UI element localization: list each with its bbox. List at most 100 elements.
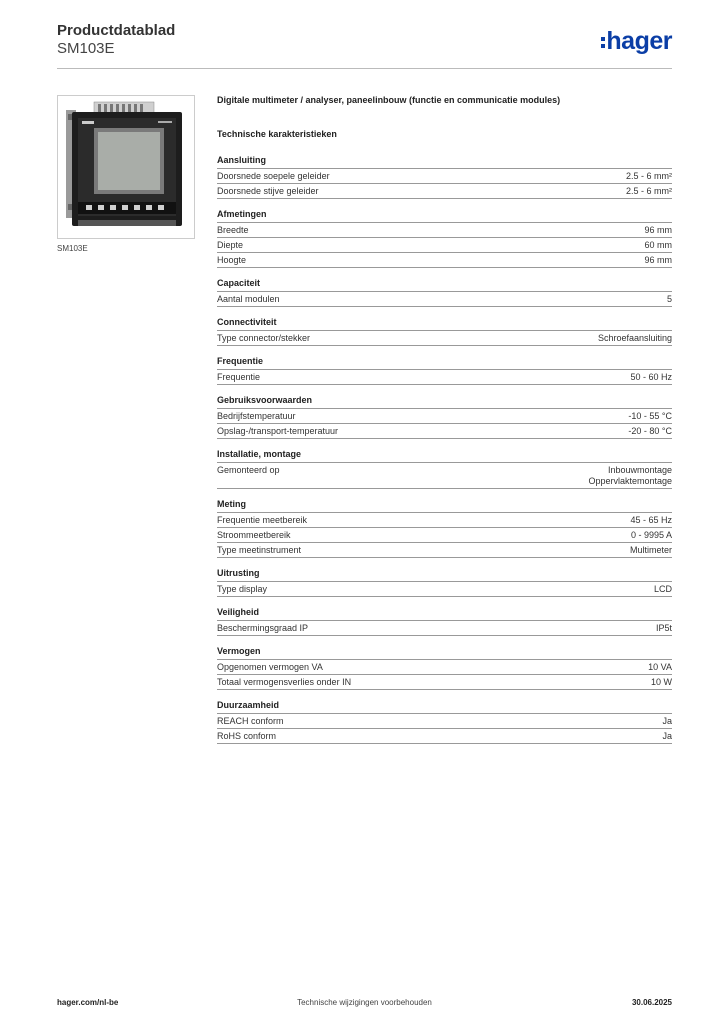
section-title: Duurzaamheid bbox=[217, 700, 672, 714]
section-title: Veiligheid bbox=[217, 607, 672, 621]
spec-value: Multimeter bbox=[630, 545, 672, 556]
spec-label: Totaal vermogensverlies onder IN bbox=[217, 677, 352, 687]
section-title: Aansluiting bbox=[217, 155, 672, 169]
multimeter-device-icon bbox=[66, 101, 182, 226]
spec-label: Frequentie bbox=[217, 372, 261, 382]
spec-label: Stroommeetbereik bbox=[217, 530, 291, 540]
section-title: Afmetingen bbox=[217, 209, 672, 223]
document-subtitle: SM103E bbox=[57, 40, 115, 57]
spec-row: Diepte 60 mm bbox=[217, 238, 672, 253]
section-title: Gebruiksvoorwaarden bbox=[217, 395, 672, 409]
spec-value-line: Ja bbox=[662, 716, 672, 726]
spec-value: 2.5 - 6 mm² bbox=[626, 186, 672, 197]
spec-label: Hoogte bbox=[217, 255, 247, 265]
spec-label: Diepte bbox=[217, 240, 244, 250]
spec-row: Type connector/stekker Schroefaansluiting bbox=[217, 331, 672, 346]
spec-row: Hoogte 96 mm bbox=[217, 253, 672, 268]
footer-notice: Technische wijzigingen voorbehouden bbox=[297, 998, 432, 1007]
spec-value-line: 10 VA bbox=[648, 662, 672, 672]
spec-label: REACH conform bbox=[217, 716, 284, 726]
spec-label: Opslag-/transport-temperatuur bbox=[217, 426, 339, 436]
spec-label: Doorsnede soepele geleider bbox=[217, 171, 330, 181]
spec-value: 10 W bbox=[651, 677, 672, 688]
spec-value-line: -20 - 80 °C bbox=[628, 426, 672, 436]
spec-label: Doorsnede stijve geleider bbox=[217, 186, 319, 196]
spec-row: Opgenomen vermogen VA 10 VA bbox=[217, 660, 672, 675]
spec-value-line: LCD bbox=[653, 584, 672, 594]
hager-logo: hager bbox=[601, 28, 672, 54]
spec-value-line: 96 mm bbox=[644, 225, 672, 235]
spec-row: RoHS conform Ja bbox=[217, 729, 672, 744]
spec-label: Beschermingsgraad IP bbox=[217, 623, 309, 633]
spec-row: Opslag-/transport-temperatuur -20 - 80 °C bbox=[217, 424, 672, 439]
logo-dots-icon bbox=[601, 34, 606, 51]
spec-value: 96 mm bbox=[644, 255, 672, 266]
footer-website: hager.com/nl-be bbox=[57, 998, 119, 1007]
spec-value: 50 - 60 Hz bbox=[630, 372, 672, 383]
logo-text: hager bbox=[606, 27, 672, 55]
spec-value: LCD bbox=[654, 584, 672, 595]
spec-value-line: Oppervlaktemontage bbox=[588, 476, 672, 486]
spec-value: -20 - 80 °C bbox=[628, 426, 672, 437]
spec-value-line: IP5t bbox=[655, 623, 672, 633]
spec-value-line: 2.5 - 6 mm² bbox=[625, 171, 672, 181]
product-description: Digitale multimeter / analyser, paneelin… bbox=[217, 95, 561, 105]
spec-value: 5 bbox=[667, 294, 672, 305]
product-image-caption: SM103E bbox=[57, 244, 88, 253]
spec-label: Type display bbox=[217, 584, 268, 594]
spec-label: RoHS conform bbox=[217, 731, 277, 741]
spec-value: 2.5 - 6 mm² bbox=[626, 171, 672, 182]
spec-row: Doorsnede soepele geleider 2.5 - 6 mm² bbox=[217, 169, 672, 184]
section-title: Frequentie bbox=[217, 356, 672, 370]
section-title: Uitrusting bbox=[217, 568, 672, 582]
spec-row: Type meetinstrument Multimeter bbox=[217, 543, 672, 558]
section-title: Installatie, montage bbox=[217, 449, 672, 463]
spec-value-line: Schroefaansluiting bbox=[597, 333, 672, 343]
spec-value-line: Ja bbox=[662, 731, 672, 741]
spec-label: Opgenomen vermogen VA bbox=[217, 662, 323, 672]
spec-row: REACH conform Ja bbox=[217, 714, 672, 729]
spec-value: 10 VA bbox=[648, 662, 672, 673]
spec-row: Aantal modulen 5 bbox=[217, 292, 672, 307]
spec-value: 0 - 9995 A bbox=[631, 530, 672, 541]
header-divider bbox=[57, 68, 672, 69]
spec-label: Breedte bbox=[217, 225, 249, 235]
spec-value-line: 96 mm bbox=[644, 255, 672, 265]
spec-value: Schroefaansluiting bbox=[598, 333, 672, 344]
section-title: Capaciteit bbox=[217, 278, 672, 292]
spec-value-line: 50 - 60 Hz bbox=[630, 372, 672, 382]
spec-label: Type meetinstrument bbox=[217, 545, 302, 555]
section-title: Meting bbox=[217, 499, 672, 513]
spec-content: Digitale multimeter / analyser, paneelin… bbox=[217, 95, 672, 754]
spec-row: Bedrijfstemperatuur-10 - 55 °C bbox=[217, 409, 672, 424]
spec-value: IP5t bbox=[656, 623, 672, 634]
spec-row: Type display LCD bbox=[217, 582, 672, 597]
spec-value: Ja bbox=[662, 716, 672, 727]
spec-row: Frequentie meetbereik 45 - 65 Hz bbox=[217, 513, 672, 528]
section-title: Connectiviteit bbox=[217, 317, 672, 331]
spec-label: Bedrijfstemperatuur bbox=[217, 411, 296, 421]
spec-value: 96 mm bbox=[644, 225, 672, 236]
spec-row: Doorsnede stijve geleider 2.5 - 6 mm² bbox=[217, 184, 672, 199]
spec-value-line: 0 - 9995 A bbox=[630, 530, 672, 540]
spec-value-line: 45 - 65 Hz bbox=[630, 515, 672, 525]
spec-row: Totaal vermogensverlies onder IN 10 W bbox=[217, 675, 672, 690]
technical-heading: Technische karakteristieken bbox=[217, 129, 337, 139]
spec-value-line: Multimeter bbox=[629, 545, 672, 555]
spec-value-line: 10 W bbox=[650, 677, 672, 687]
spec-label: Type connector/stekker bbox=[217, 333, 311, 343]
spec-value: 60 mm bbox=[644, 240, 672, 251]
spec-label: Frequentie meetbereik bbox=[217, 515, 308, 525]
spec-label: Aantal modulen bbox=[217, 294, 280, 304]
